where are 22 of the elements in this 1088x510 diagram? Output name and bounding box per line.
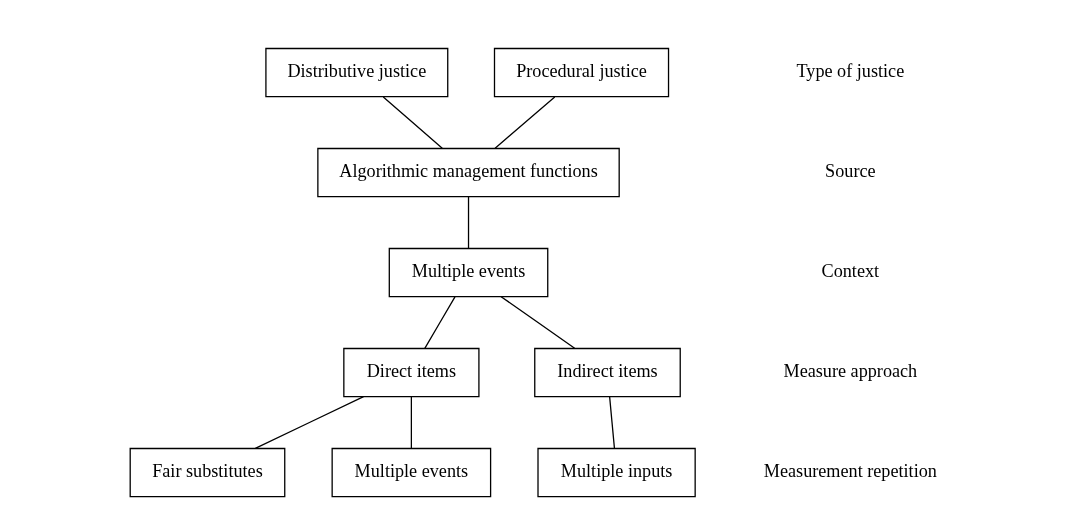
label: Measurement repetition: [763, 461, 937, 482]
connector: [608, 396, 615, 449]
node-box: Multiple events: [388, 247, 548, 298]
node-box: Fair substitutes: [129, 447, 285, 498]
label: Type of justice: [795, 61, 904, 82]
node-box: Distributive justice: [264, 47, 448, 98]
connector: [467, 196, 469, 249]
node-box: Algorithmic management functions: [316, 147, 620, 198]
connector: [493, 96, 555, 149]
node-box: Procedural justice: [493, 47, 669, 98]
node-box: Multiple inputs: [536, 447, 696, 498]
label: Context: [821, 261, 879, 282]
label: Measure approach: [783, 361, 917, 382]
connector: [254, 396, 364, 450]
label: Source: [824, 161, 876, 182]
connector: [499, 296, 575, 349]
connector: [410, 396, 412, 449]
node-box: Multiple events: [331, 447, 491, 498]
node-box: Direct items: [342, 347, 480, 398]
node-box: Indirect items: [533, 347, 681, 398]
connector: [423, 296, 456, 349]
connector: [382, 96, 443, 149]
